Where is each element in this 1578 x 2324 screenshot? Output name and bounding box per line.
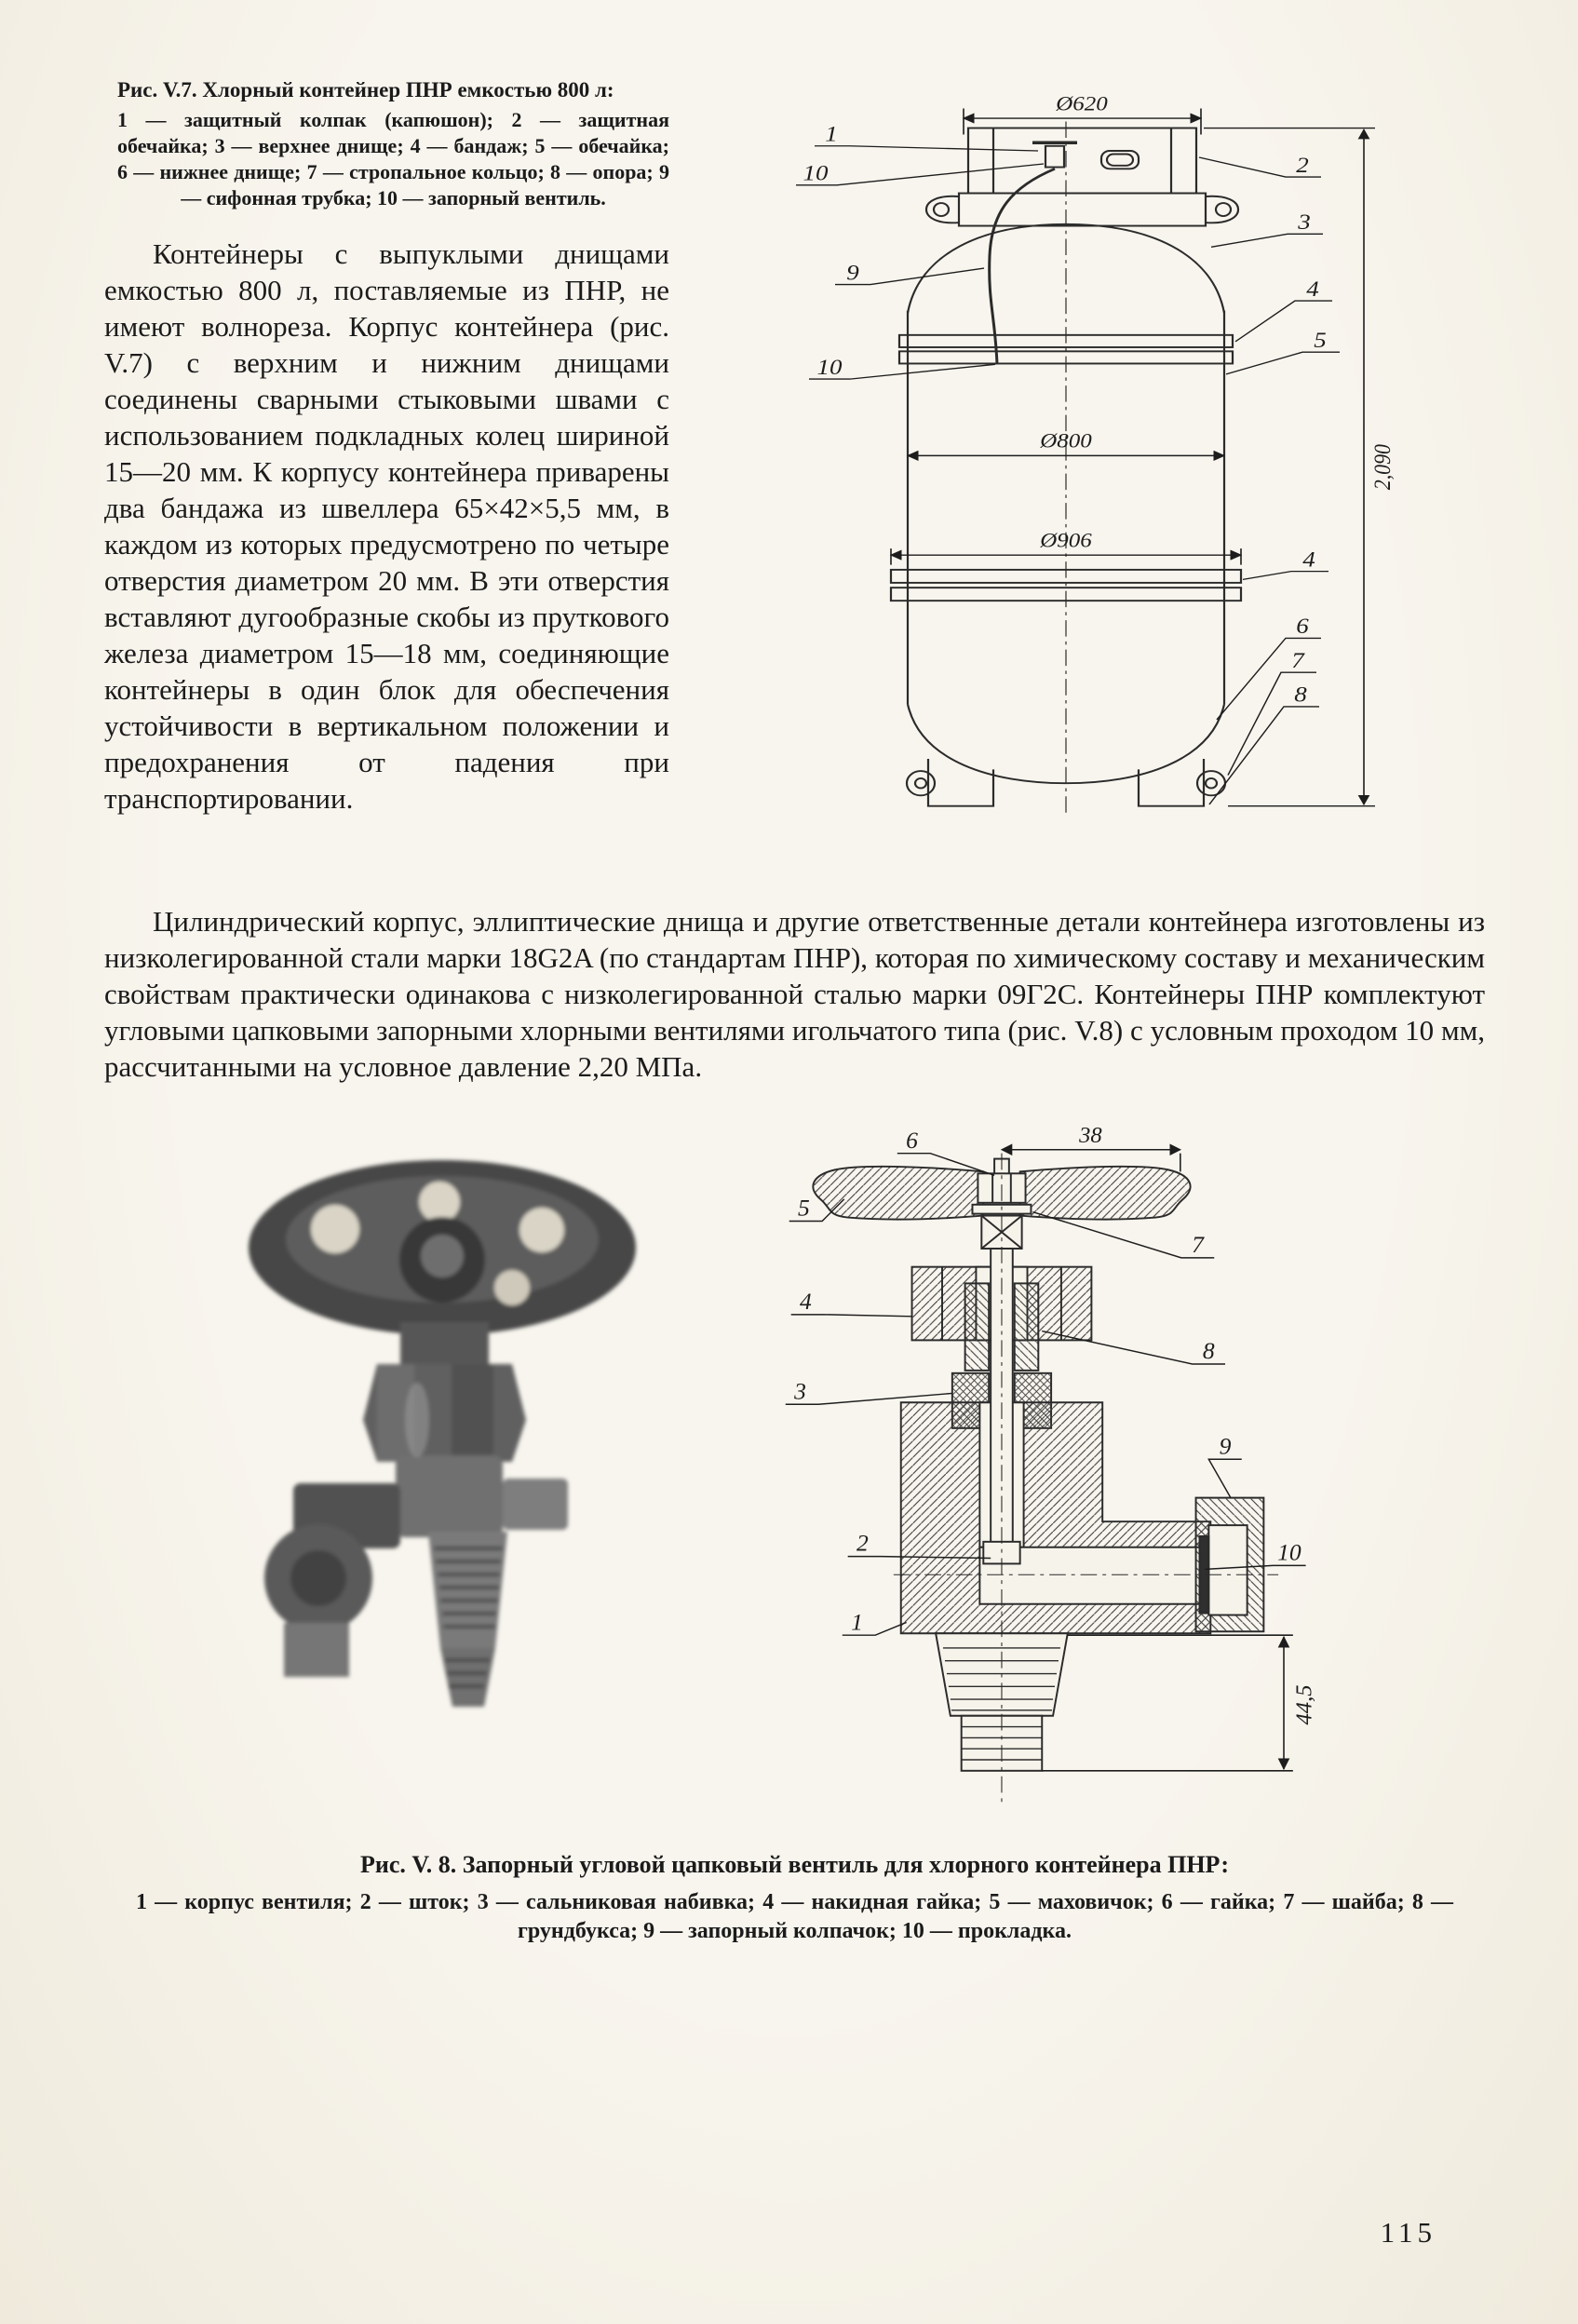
dim-44-label: 44,5 [1292, 1684, 1317, 1724]
fig7-callout-8: 8 [1294, 682, 1307, 707]
dim-38-label: 38 [1078, 1128, 1102, 1148]
dim-height-label: 2,090 [1370, 444, 1396, 490]
fig8-callout-4: 4 [800, 1288, 812, 1315]
valve-dimension-lines [1000, 1143, 1293, 1772]
fig7-callout-7: 7 [1291, 648, 1305, 672]
fig7-callout-6: 6 [1296, 615, 1309, 639]
fig7-callout-10b: 10 [817, 355, 843, 379]
fig7-caption: Рис. V.7. Хлорный контейнер ПНР емкостью… [104, 73, 1485, 211]
fig7-callout-10a: 10 [803, 161, 829, 185]
fig7-caption-legend: 1 — защитный колпак (капюшон); 2 — защит… [117, 108, 669, 209]
fig7-callout-5: 5 [1314, 328, 1327, 352]
chlorine-container-drawing: Ø620 Ø800 Ø906 2,090 1 10 2 3 9 4 5 10 4… [796, 93, 1396, 817]
paragraph-1: Контейнеры с выпуклыми днищами емкостью … [104, 237, 669, 815]
fig8-callout-10: 10 [1277, 1539, 1302, 1566]
fig8-caption: Рис. V. 8. Запорный угловой цапковый вен… [104, 1849, 1485, 1946]
fig7-caption-title: Рис. V.7. Хлорный контейнер ПНР емкостью… [117, 78, 614, 101]
fig7-callout-2: 2 [1296, 153, 1309, 177]
valve-callout-leaders [785, 1152, 1306, 1636]
fig8-callout-9: 9 [1220, 1432, 1232, 1459]
paragraph-2: Цилиндрический корпус, эллиптические дни… [104, 905, 1485, 1083]
fig8-photo [205, 1141, 708, 1760]
siphon-tube [988, 168, 1056, 365]
valve-photo [249, 1160, 636, 1707]
dim-800-label: Ø800 [1039, 430, 1092, 453]
fig8-caption-legend: 1 — корпус вентиля; 2 — шток; 3 — сальни… [136, 1890, 1453, 1943]
fig7-section: Ø620 Ø800 Ø906 2,090 1 10 2 3 9 4 5 10 4… [104, 73, 1485, 817]
dim-620-label: Ø620 [1055, 93, 1108, 115]
fig8-callout-2: 2 [856, 1530, 869, 1557]
fig8-callout-7: 7 [1192, 1231, 1205, 1258]
page-content: Ø620 Ø800 Ø906 2,090 1 10 2 3 9 4 5 10 4… [104, 73, 1485, 1946]
fig8-callout-6: 6 [906, 1128, 918, 1154]
fig8-caption-title: Рис. V. 8. Запорный угловой цапковый вен… [359, 1851, 1230, 1878]
valve-section-drawing: 38 44,5 6 5 7 4 3 8 9 2 1 10 [785, 1123, 1317, 1806]
fig8-callout-8: 8 [1203, 1337, 1215, 1364]
fig7-callout-9: 9 [846, 261, 859, 285]
fig7-callout-1: 1 [825, 122, 838, 146]
fig8-section: 38 44,5 6 5 7 4 3 8 9 2 1 10 [205, 1123, 1485, 1829]
fig7-callout-4a: 4 [1306, 277, 1319, 301]
valve-photo-shapes [249, 1160, 636, 1707]
dimension-lines [889, 108, 1375, 807]
fig8-callout-5: 5 [798, 1195, 810, 1222]
fig7-drawing: Ø620 Ø800 Ø906 2,090 1 10 2 3 9 4 5 10 4… [684, 73, 1485, 896]
dim-906-label: Ø906 [1039, 530, 1092, 552]
callout-leaders [796, 145, 1340, 805]
fig8-callout-1: 1 [851, 1608, 863, 1635]
fig7-callout-3: 3 [1297, 210, 1311, 235]
fig8-callout-3: 3 [793, 1377, 806, 1404]
fig7-callout-4b: 4 [1302, 547, 1315, 572]
page-number: 115 [1380, 2216, 1436, 2249]
fig8-drawing: 38 44,5 6 5 7 4 3 8 9 2 1 10 [773, 1123, 1341, 1829]
